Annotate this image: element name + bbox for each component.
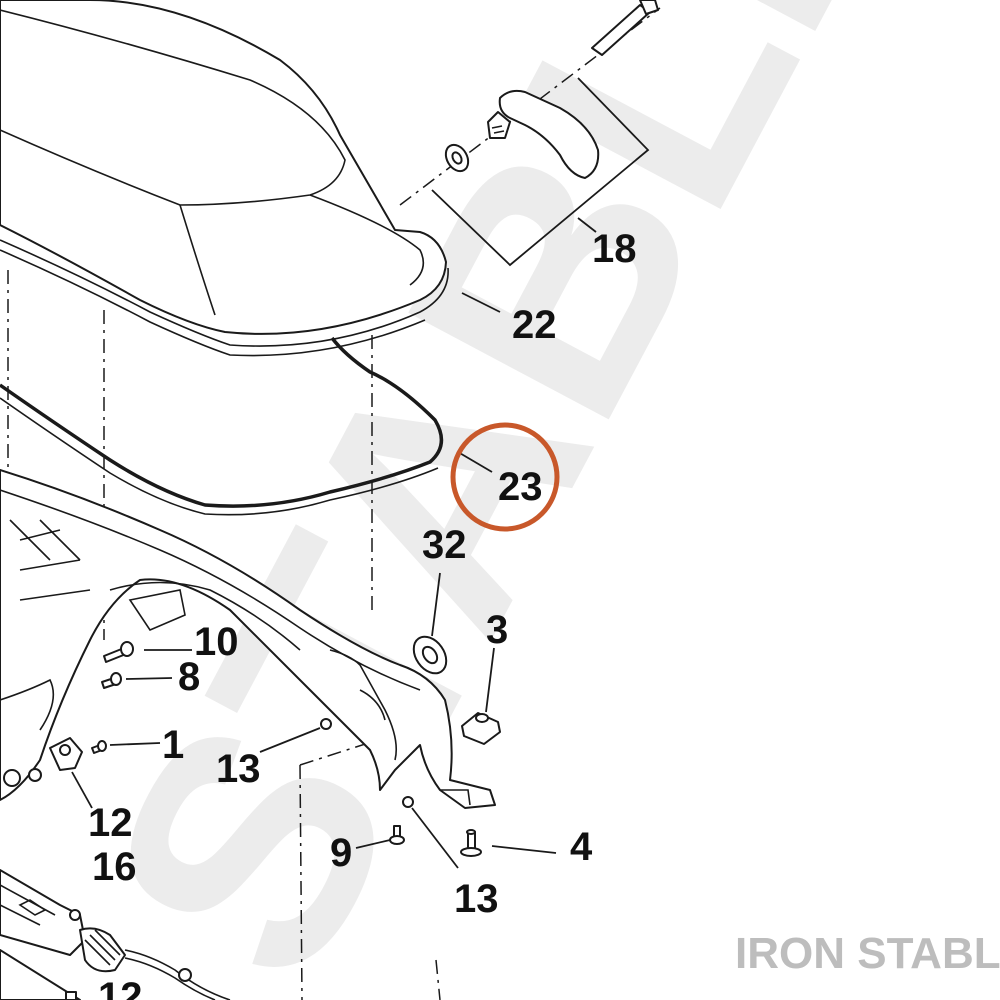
callout-bracket-18: [431, 77, 650, 267]
callout-32: 32: [422, 523, 467, 567]
leader-lines: [71, 292, 557, 869]
pin-4-part: [460, 829, 482, 857]
washer-top-part: [444, 143, 470, 173]
callout-9: 9: [330, 831, 352, 875]
handle-part: [487, 89, 600, 179]
callout-12: 12: [88, 801, 133, 845]
callout-4: 4: [570, 825, 593, 869]
highlight-circle: [450, 422, 560, 532]
nut-3-part: [461, 712, 501, 745]
bolt-top-part: [591, 0, 659, 56]
callout-12-bottom: 12: [98, 975, 143, 1000]
callout-13-bottom: 13: [454, 877, 499, 921]
latch-cable-part: [0, 869, 231, 1000]
callout-8: 8: [178, 655, 200, 699]
callout-23: 23: [498, 465, 543, 509]
callout-18: 18: [592, 227, 637, 271]
callout-16: 16: [92, 845, 137, 889]
washer-32-part: [412, 635, 448, 675]
callout-10: 10: [194, 620, 239, 664]
brand-watermark: IRON STABLE: [735, 929, 1000, 978]
seal-part: [0, 336, 444, 516]
base-frame-part: [0, 469, 496, 809]
lid-part: [0, 0, 449, 357]
callout-13-left: 13: [216, 747, 261, 791]
callouts: 18 22 23 32 3 10 8 1 13 12 16 9 4 13 12: [88, 227, 637, 1000]
callout-3: 3: [486, 608, 508, 652]
screws-part: [91, 641, 414, 845]
callout-1: 1: [162, 723, 184, 767]
callout-22: 22: [512, 303, 557, 347]
